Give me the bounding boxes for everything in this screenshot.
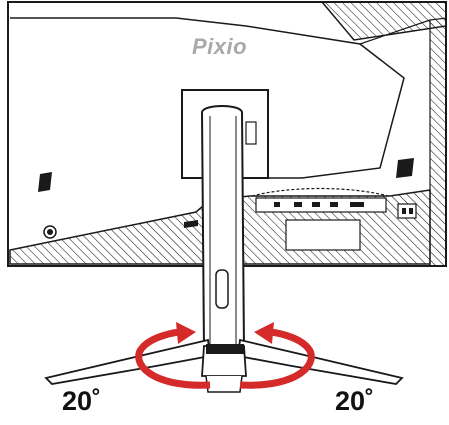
swivel-arrow-right (239, 322, 315, 389)
rotation-left-angle-label: 20˚ (62, 386, 102, 416)
brand-logo: Pixio (192, 34, 248, 59)
swivel-arrow-left (135, 322, 211, 389)
rotation-right-angle-label: 20˚ (335, 386, 375, 416)
stand-base (44, 338, 404, 393)
stand-neck (200, 105, 246, 351)
